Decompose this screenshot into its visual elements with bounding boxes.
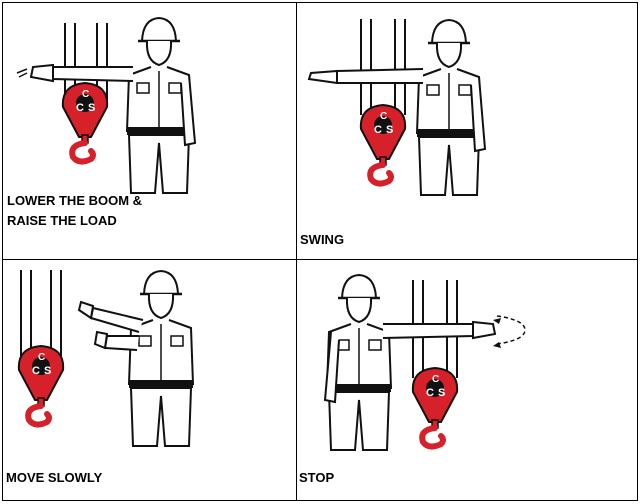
signal-cell-move-slowly: MOVE SLOWLY bbox=[2, 259, 297, 501]
worker-figure bbox=[127, 269, 195, 448]
hook-block-icon bbox=[63, 83, 107, 162]
move-slowly-illustration bbox=[3, 269, 195, 448]
signal-label: LOWER THE BOOM & RAISE THE LOAD bbox=[7, 193, 143, 228]
hook-block-icon bbox=[19, 346, 63, 425]
worker-figure bbox=[125, 16, 193, 195]
signal-cell-lower-boom-raise-load: LOWER THE BOOM & RAISE THE LOAD bbox=[2, 2, 297, 260]
signal-cell-stop: STOP bbox=[296, 259, 638, 501]
signal-label: SWING bbox=[300, 232, 345, 247]
stop-illustration bbox=[323, 273, 526, 452]
signal-label: MOVE SLOWLY bbox=[6, 470, 103, 485]
signal-label: STOP bbox=[299, 470, 335, 485]
swing-illustration bbox=[307, 18, 487, 197]
lower-boom-raise-load-illustration bbox=[16, 16, 197, 195]
signal-cell-swing: SWING bbox=[296, 2, 638, 260]
hook-block-icon bbox=[413, 368, 457, 447]
hook-block-icon bbox=[361, 105, 405, 184]
